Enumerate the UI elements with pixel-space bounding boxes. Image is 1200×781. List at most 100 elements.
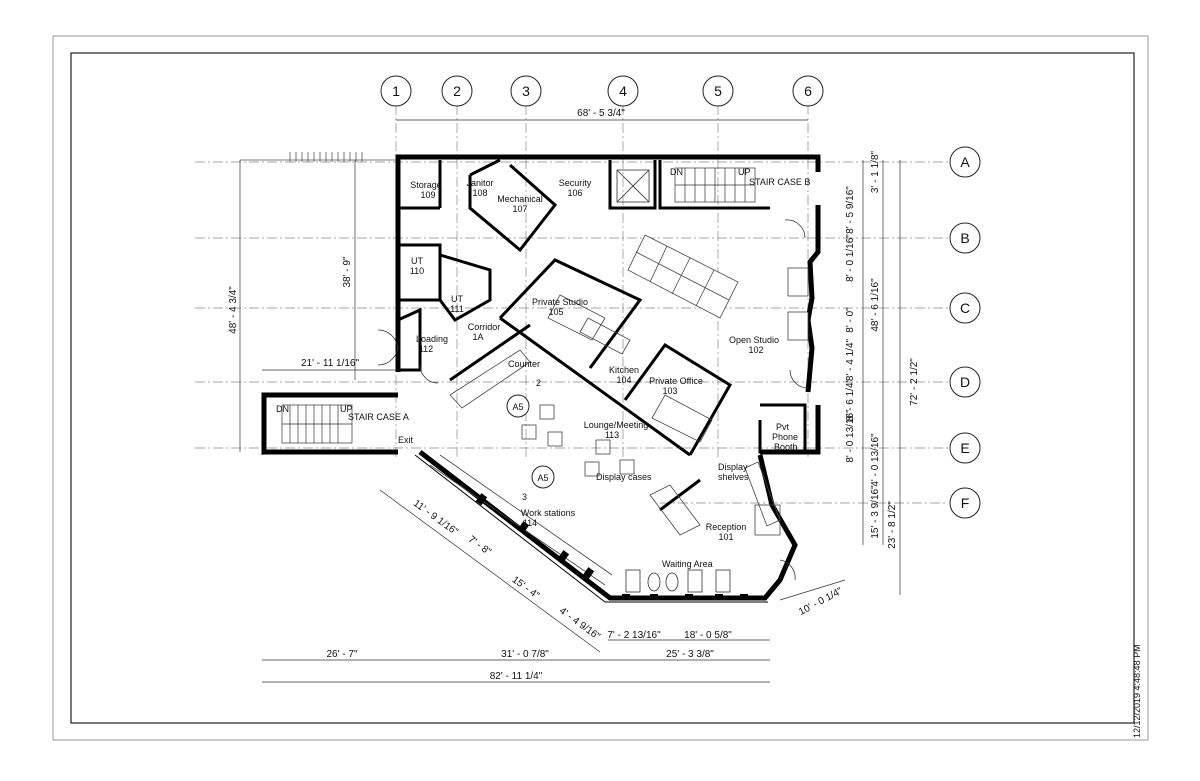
stair-b-dn: DN [670, 167, 683, 177]
waiting-area-label: Waiting Area [662, 559, 713, 569]
entry-steps [240, 152, 395, 162]
dim-right-d-e1: 8' - 4 1/4" [845, 338, 856, 381]
grid-label-col-1: 1 [392, 83, 400, 99]
grid-bubble-3 [510, 75, 542, 107]
pvt-phone-label-3: Booth [774, 442, 798, 452]
room-number-storage: 109 [420, 190, 435, 200]
grid-bubble-6 [792, 75, 824, 107]
interior-walls [397, 158, 807, 512]
outer-border [52, 35, 1149, 741]
grid-bubble-F [949, 487, 981, 519]
grid-label-row-F: F [961, 495, 970, 511]
display-shelves [744, 461, 781, 536]
room-number-mechanical: 107 [512, 204, 527, 214]
stair-a-treads [281, 404, 353, 444]
stair-b-treads [674, 167, 756, 203]
room-name-ut-110: UT [411, 256, 423, 266]
grid-label-row-A: A [960, 154, 970, 170]
studio-desks [627, 234, 809, 341]
room-name-janitor: Janitor [466, 178, 493, 188]
grid-bubble-D [949, 366, 981, 398]
exterior-outline [261, 393, 768, 603]
dim-bot-5: 25' - 3 3/8" [666, 649, 714, 660]
room-name-reception: Reception [706, 522, 747, 532]
grid-bubble-E [949, 432, 981, 464]
stair-a-label: STAIR CASE A [348, 412, 409, 422]
room-name-open-studio: Open Studio [729, 335, 779, 345]
dim-left-tall: 48' - 4 3/4" [228, 286, 239, 334]
office-desks [547, 294, 713, 443]
dim-right-overall: 72' - 2 1/2" [909, 358, 920, 406]
dim-right-b-c: 8' - 0 1/16" [845, 234, 856, 282]
display-shelves-label-2: shelves [718, 472, 749, 482]
grid-label-col-4: 4 [619, 83, 627, 99]
grid-label-row-D: D [960, 374, 970, 390]
stair-b-label: STAIR CASE B [749, 177, 810, 187]
room-name-loading: Loading [416, 334, 448, 344]
display-shelves-label-1: Display [718, 462, 748, 472]
section-tag-1-label: A5 [512, 402, 523, 412]
section-number-2: 2 [536, 378, 541, 388]
grid-column-bubbles: 1 2 3 4 5 6 [380, 75, 824, 107]
dim-right-mid: 48' - 6 1/16" [870, 278, 881, 332]
waiting-chairs [625, 569, 731, 593]
dim-diag-5: 10' - 0 1/4" [797, 586, 845, 618]
room-number-loading: 112 [419, 344, 433, 354]
stair-a-dn: DN [276, 404, 289, 414]
grid-label-row-E: E [960, 440, 969, 456]
lounge-furniture [449, 349, 701, 536]
dim-right-f-2: 15' - 3 9/16" [870, 485, 881, 539]
room-number-corridor: 1A [472, 332, 483, 342]
workstation-counter [429, 454, 613, 586]
grid-bubble-A [949, 146, 981, 178]
grid-label-col-5: 5 [714, 83, 722, 99]
dim-bot-3: 26' - 7" [326, 649, 357, 660]
room-number-private-office: 103 [662, 386, 677, 396]
stair-b-up: UP [738, 167, 751, 177]
room-name-private-studio: Private Studio [532, 297, 588, 307]
grid-bubble-B [949, 222, 981, 254]
room-name-lounge: Lounge/Meeting [584, 420, 649, 430]
grid-label-row-C: C [960, 300, 970, 316]
dim-right-a-b2: 8' - 5 9/16" [845, 186, 856, 234]
room-number-janitor: 108 [472, 188, 487, 198]
room-number-kitchen: 104 [616, 375, 631, 385]
grid-bubble-2 [441, 75, 473, 107]
grid-bubble-C [949, 292, 981, 324]
section-tag-1 [506, 394, 530, 418]
grid-label-col-3: 3 [522, 83, 530, 99]
dim-bot-4: 31' - 0 7/8" [501, 649, 549, 660]
print-timestamp: 12/12/2019 4:48:48 PM [1132, 644, 1142, 738]
room-name-corridor: Corridor [468, 322, 501, 332]
grid-row-bubbles: A B C D E F [949, 146, 981, 519]
grid-bubble-5 [702, 75, 734, 107]
grid-bubble-1 [380, 75, 412, 107]
dimension-lines [239, 119, 901, 683]
dim-right-a-b1: 3' - 1 1/8" [870, 150, 881, 193]
exit-label: Exit [398, 435, 414, 445]
room-number-reception: 101 [718, 532, 733, 542]
grid-label-col-2: 2 [453, 83, 461, 99]
dim-bot-overall: 82' - 11 1/4" [490, 671, 543, 682]
dim-bot-1: 7' - 2 13/16" [607, 630, 661, 641]
elevator-shaft [616, 169, 650, 203]
dim-right-e-f: 8' - 0 13/16" [845, 409, 856, 463]
dim-diag-2: 7' - 8" [466, 534, 493, 558]
room-number-open-studio: 102 [748, 345, 763, 355]
room-name-storage: Storage [410, 180, 442, 190]
room-name-mechanical: Mechanical [497, 194, 543, 204]
pvt-phone-label-1: Pvt [776, 422, 790, 432]
inner-border [70, 52, 1135, 724]
plan-annotations: STAIR CASE A DN UP STAIR CASE B DN UP Ex… [276, 167, 810, 569]
dim-left-inner: 38' - 9" [342, 256, 353, 287]
dim-diag-3: 15' - 4" [510, 574, 542, 601]
dim-stair-width: 21' - 11 1/16" [301, 358, 360, 369]
grid-label-col-6: 6 [804, 83, 812, 99]
waiting-window-posts [622, 594, 748, 600]
pvt-phone-label-2: Phone [772, 432, 798, 442]
room-name-workstations: Work stations [521, 508, 576, 518]
section-number-3: 3 [522, 492, 527, 502]
dim-bot-2: 18' - 0 5/8" [684, 630, 732, 641]
